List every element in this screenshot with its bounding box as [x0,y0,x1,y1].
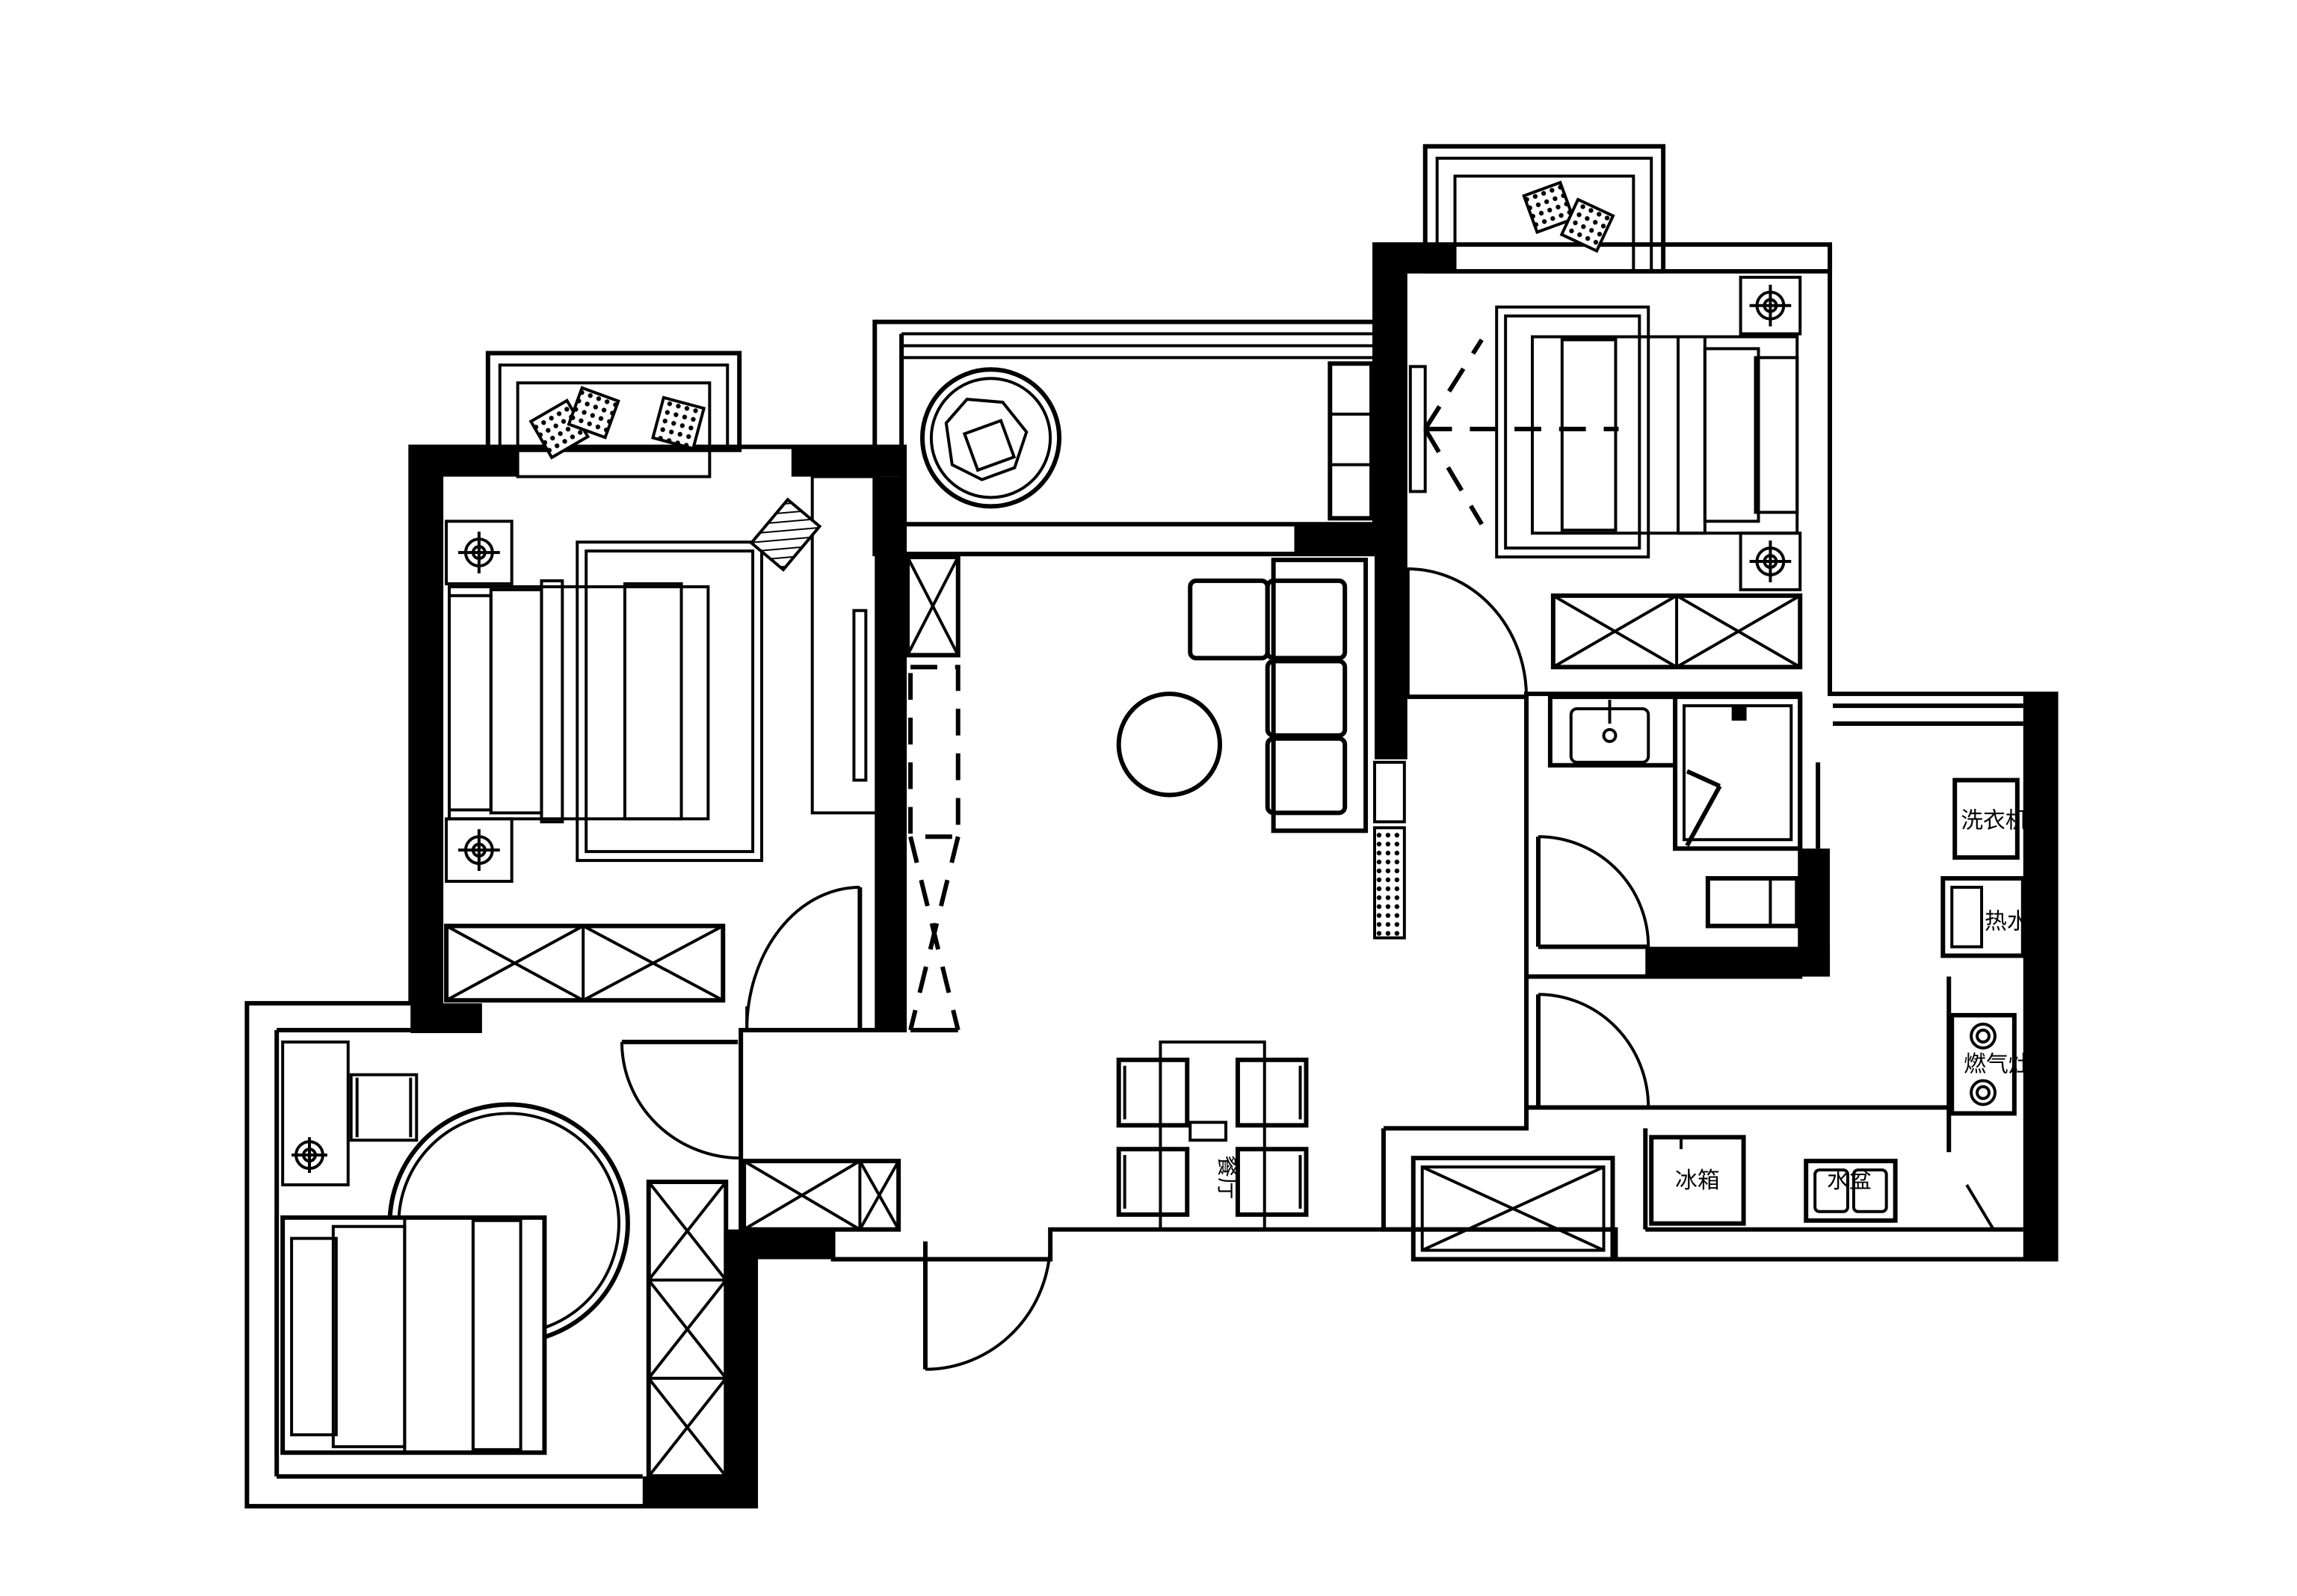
wardrobe-master [1550,593,1803,670]
entry-dashed-cabinet [908,665,961,1032]
pillows-left-balcony [528,386,706,460]
kitchen-sink: 水盆 [1804,1159,1898,1223]
double-bed-second [280,1215,547,1455]
shower [1673,694,1803,851]
tv-living [1373,760,1406,824]
wall-cabinet-left [810,475,880,815]
double-bed-left [448,540,764,863]
washer-appliance: 洗衣机 [1952,777,2028,860]
tv-cabinet [1373,826,1406,940]
desk-chair [349,1073,419,1142]
coffee-table [1116,691,1223,798]
shoe-cabinet [905,555,961,658]
structural-walls [410,244,2056,1506]
door-second-bedroom [620,1039,741,1160]
entrance-door [922,1241,1052,1371]
master-bedroom [1405,180,1803,700]
tv-left [852,608,868,782]
wardrobe-left [444,923,726,1003]
tv-master [1408,338,1619,526]
second-bedroom [274,1027,741,1479]
desk-lamp [292,1137,327,1174]
fridge-label: 冰箱 [1675,1168,1720,1194]
heater-label: 热水器 [1985,909,2052,935]
dining-label: 餐厅 [1214,1155,1240,1200]
dining-table: 餐厅 [1116,1040,1309,1231]
nightstand-bottom [445,817,514,883]
kitchen: 洗衣机 热水器 燃气灶 冰箱 水盆 [1535,703,2052,1230]
pillows-master-balcony [1522,180,1615,253]
washbasin [1547,694,1678,768]
door-master [1405,567,1529,700]
left-bedroom [444,386,880,1030]
sectional-sofa [1188,558,1369,834]
double-bed-master [1495,305,1799,559]
nightstand-master-top [1739,275,1802,336]
door-bathroom [1535,835,1650,949]
shower-door [1685,768,1722,847]
wardrobe-second [646,1180,729,1479]
hatched-chair [749,497,822,572]
nightstand-master-bottom [1739,532,1802,591]
corner-counter [1965,1183,1995,1230]
door-kitchen [1535,993,1650,1108]
balcony-shelf [1328,361,1375,521]
living-room: 餐厅 [741,361,1615,1371]
bathroom [1535,694,1803,949]
nightstand-top [445,520,514,585]
stove-label: 燃气灶 [1964,1052,2031,1078]
desk-second [281,1040,350,1186]
washer-label: 洗衣机 [1961,807,2028,834]
entry-cabinet-lower [741,1159,901,1232]
lounge-chair-balcony [919,367,1062,509]
gas-stove: 燃气灶 [1949,1013,2031,1116]
door-left-bedroom [745,885,863,1030]
storage-cabinet-bottom [1410,1156,1615,1262]
sink-label: 水盆 [1827,1168,1872,1194]
fridge-appliance: 冰箱 [1649,1135,1746,1226]
left-bedroom-balcony [485,351,742,478]
toilet [1705,875,1800,928]
heater-appliance: 热水器 [1940,875,2052,958]
